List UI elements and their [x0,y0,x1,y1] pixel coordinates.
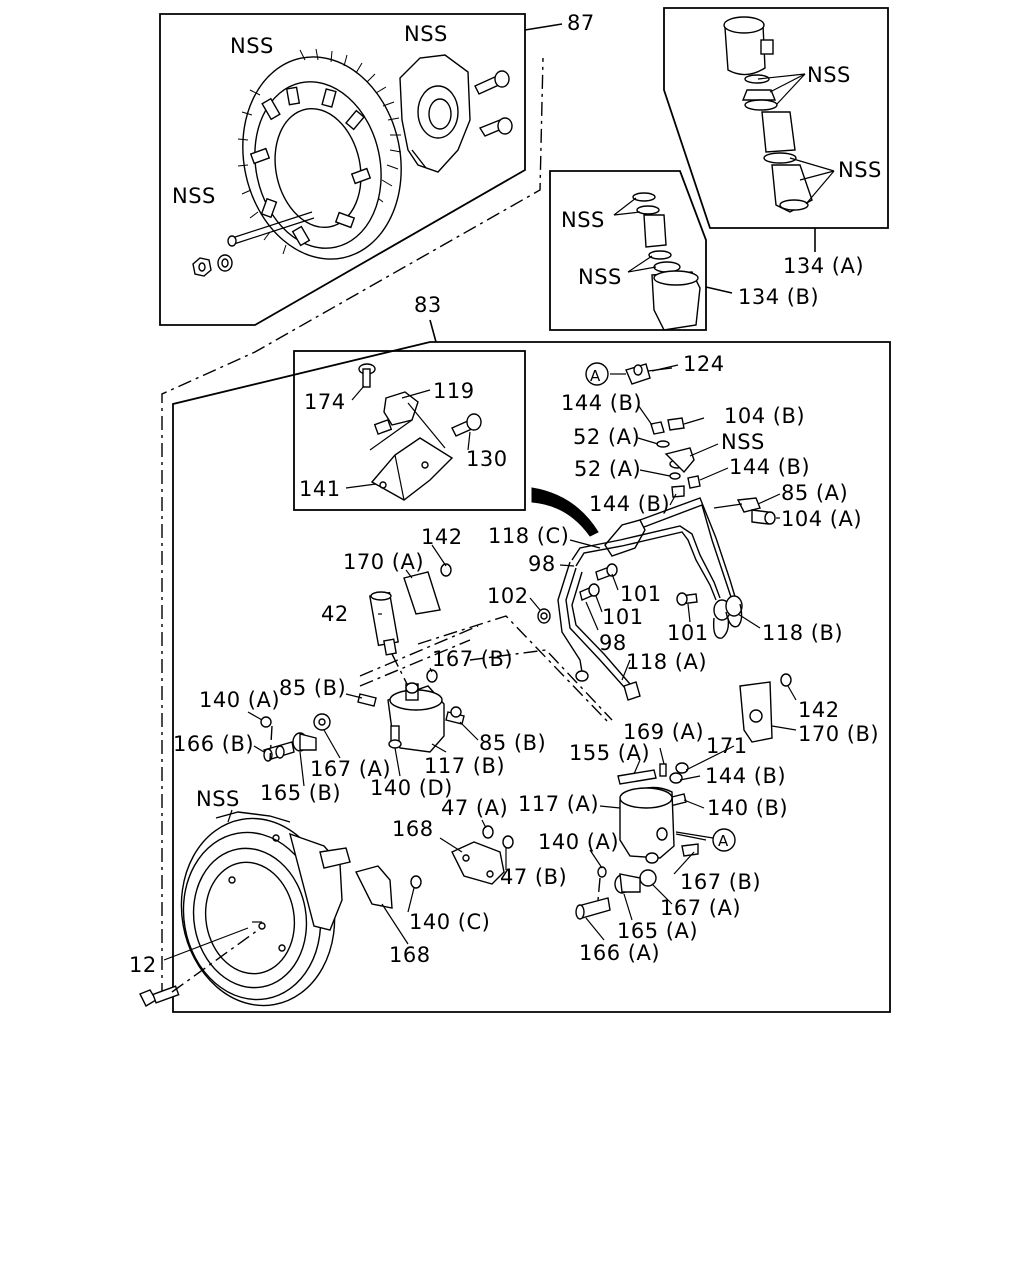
label-101-2: 101 [602,605,644,629]
label-52a-2: 52 (A) [574,457,641,481]
detail-119-frame [293,350,526,511]
label-167b-1: 167 (B) [432,647,513,671]
label-102: 102 [487,584,529,608]
label-134a: 134 (A) [783,254,864,278]
nss-leaders-134b [613,197,657,273]
label-nss-housing: NSS [196,787,240,811]
label-168-1: 168 [392,817,434,841]
label-166b: 166 (B) [173,732,254,756]
label-142-1: 142 [421,525,463,549]
label-118c: 118 (C) [488,524,569,548]
parts-134b [632,192,701,331]
label-nss-bracket: NSS [404,22,448,46]
brackets-168 [354,819,514,945]
housing-leader [227,809,233,823]
label-119: 119 [433,379,475,403]
label-47b: 47 (B) [500,865,567,889]
label-101-3: 101 [667,621,709,645]
label-170a: 170 (A) [343,550,424,574]
label-170b: 170 (B) [798,722,879,746]
label-117b: 117 (B) [424,754,505,778]
label-140c: 140 (C) [409,910,490,934]
label-165a: 165 (A) [617,919,698,943]
circle-a-marker-top [585,362,609,386]
label-104a: 104 (A) [781,507,862,531]
label-12: 12 [129,953,157,977]
fuel-line-leaders [529,364,781,681]
label-155a: 155 (A) [569,741,650,765]
label-144b-4: 144 (B) [705,764,786,788]
label-144b-2: 144 (B) [729,455,810,479]
group-87-frame [159,13,563,326]
label-nss-134b-lower: NSS [578,265,622,289]
solenoid-117b-leaders [247,544,479,787]
label-141: 141 [299,477,341,501]
label-140a-2: 140 (A) [538,830,619,854]
label-83: 83 [414,293,442,317]
label-124: 124 [683,352,725,376]
label-85b-1: 85 (B) [279,676,346,700]
circle-a-marker-bottom [675,828,736,852]
solenoid-117b [260,563,465,762]
callout-arrow [531,487,599,537]
label-nss-134a-upper: NSS [807,63,851,87]
label-nss-134a-lower: NSS [838,158,882,182]
label-166a: 166 (A) [579,941,660,965]
label-87: 87 [567,11,595,35]
group-134b-frame [549,170,733,331]
label-52a-1: 52 (A) [573,425,640,449]
label-134b: 134 (B) [738,285,819,309]
label-140b: 140 (B) [707,796,788,820]
group-83-frame [161,57,891,1013]
fan-bracket [399,54,513,173]
label-circle-a-bottom: A [718,832,729,850]
label-174: 174 [304,390,346,414]
label-104b: 104 (B) [724,404,805,428]
label-140d: 140 (D) [370,776,453,800]
callout-labels: 87 83 NSS NSS NSS NSS NSS NSS NSS 134 (A… [129,11,882,977]
label-47a: 47 (A) [441,796,508,820]
label-117a: 117 (A) [518,792,599,816]
nss-leaders-134a [757,73,835,205]
flywheel-housing [139,811,351,1007]
label-nss-fan: NSS [230,34,274,58]
label-168-2: 168 [389,943,431,967]
label-nss-134b-upper: NSS [561,208,605,232]
label-nss-bolt: NSS [172,184,216,208]
label-165b: 165 (B) [260,781,341,805]
alignment-lines [359,615,613,723]
label-167a-2: 167 (A) [660,896,741,920]
label-144b-3: 144 (B) [589,492,670,516]
label-118a: 118 (A) [626,650,707,674]
label-circle-a-top: A [590,367,601,385]
label-140a-1: 140 (A) [199,688,280,712]
label-167a-1: 167 (A) [310,757,391,781]
fuel-lines [537,363,776,701]
label-169a: 169 (A) [623,720,704,744]
label-101-1: 101 [620,582,662,606]
label-167b-2: 167 (B) [680,870,761,894]
label-130: 130 [466,447,508,471]
detail-119-parts [345,363,482,501]
label-98-1: 98 [528,552,556,576]
label-42: 42 [321,602,349,626]
parts-134a [723,16,813,213]
label-142-2: 142 [798,698,840,722]
label-nss-valve: NSS [721,430,765,454]
solenoid-117a [575,673,792,920]
solenoid-117a-leaders [585,685,797,941]
label-85b-2: 85 (B) [479,731,546,755]
group-134a-frame [663,7,889,252]
label-171: 171 [706,734,748,758]
label-118b: 118 (B) [762,621,843,645]
fan-assembly [192,48,402,277]
label-98-2: 98 [599,631,627,655]
label-144b-1: 144 (B) [561,391,642,415]
label-85a: 85 (A) [781,481,848,505]
